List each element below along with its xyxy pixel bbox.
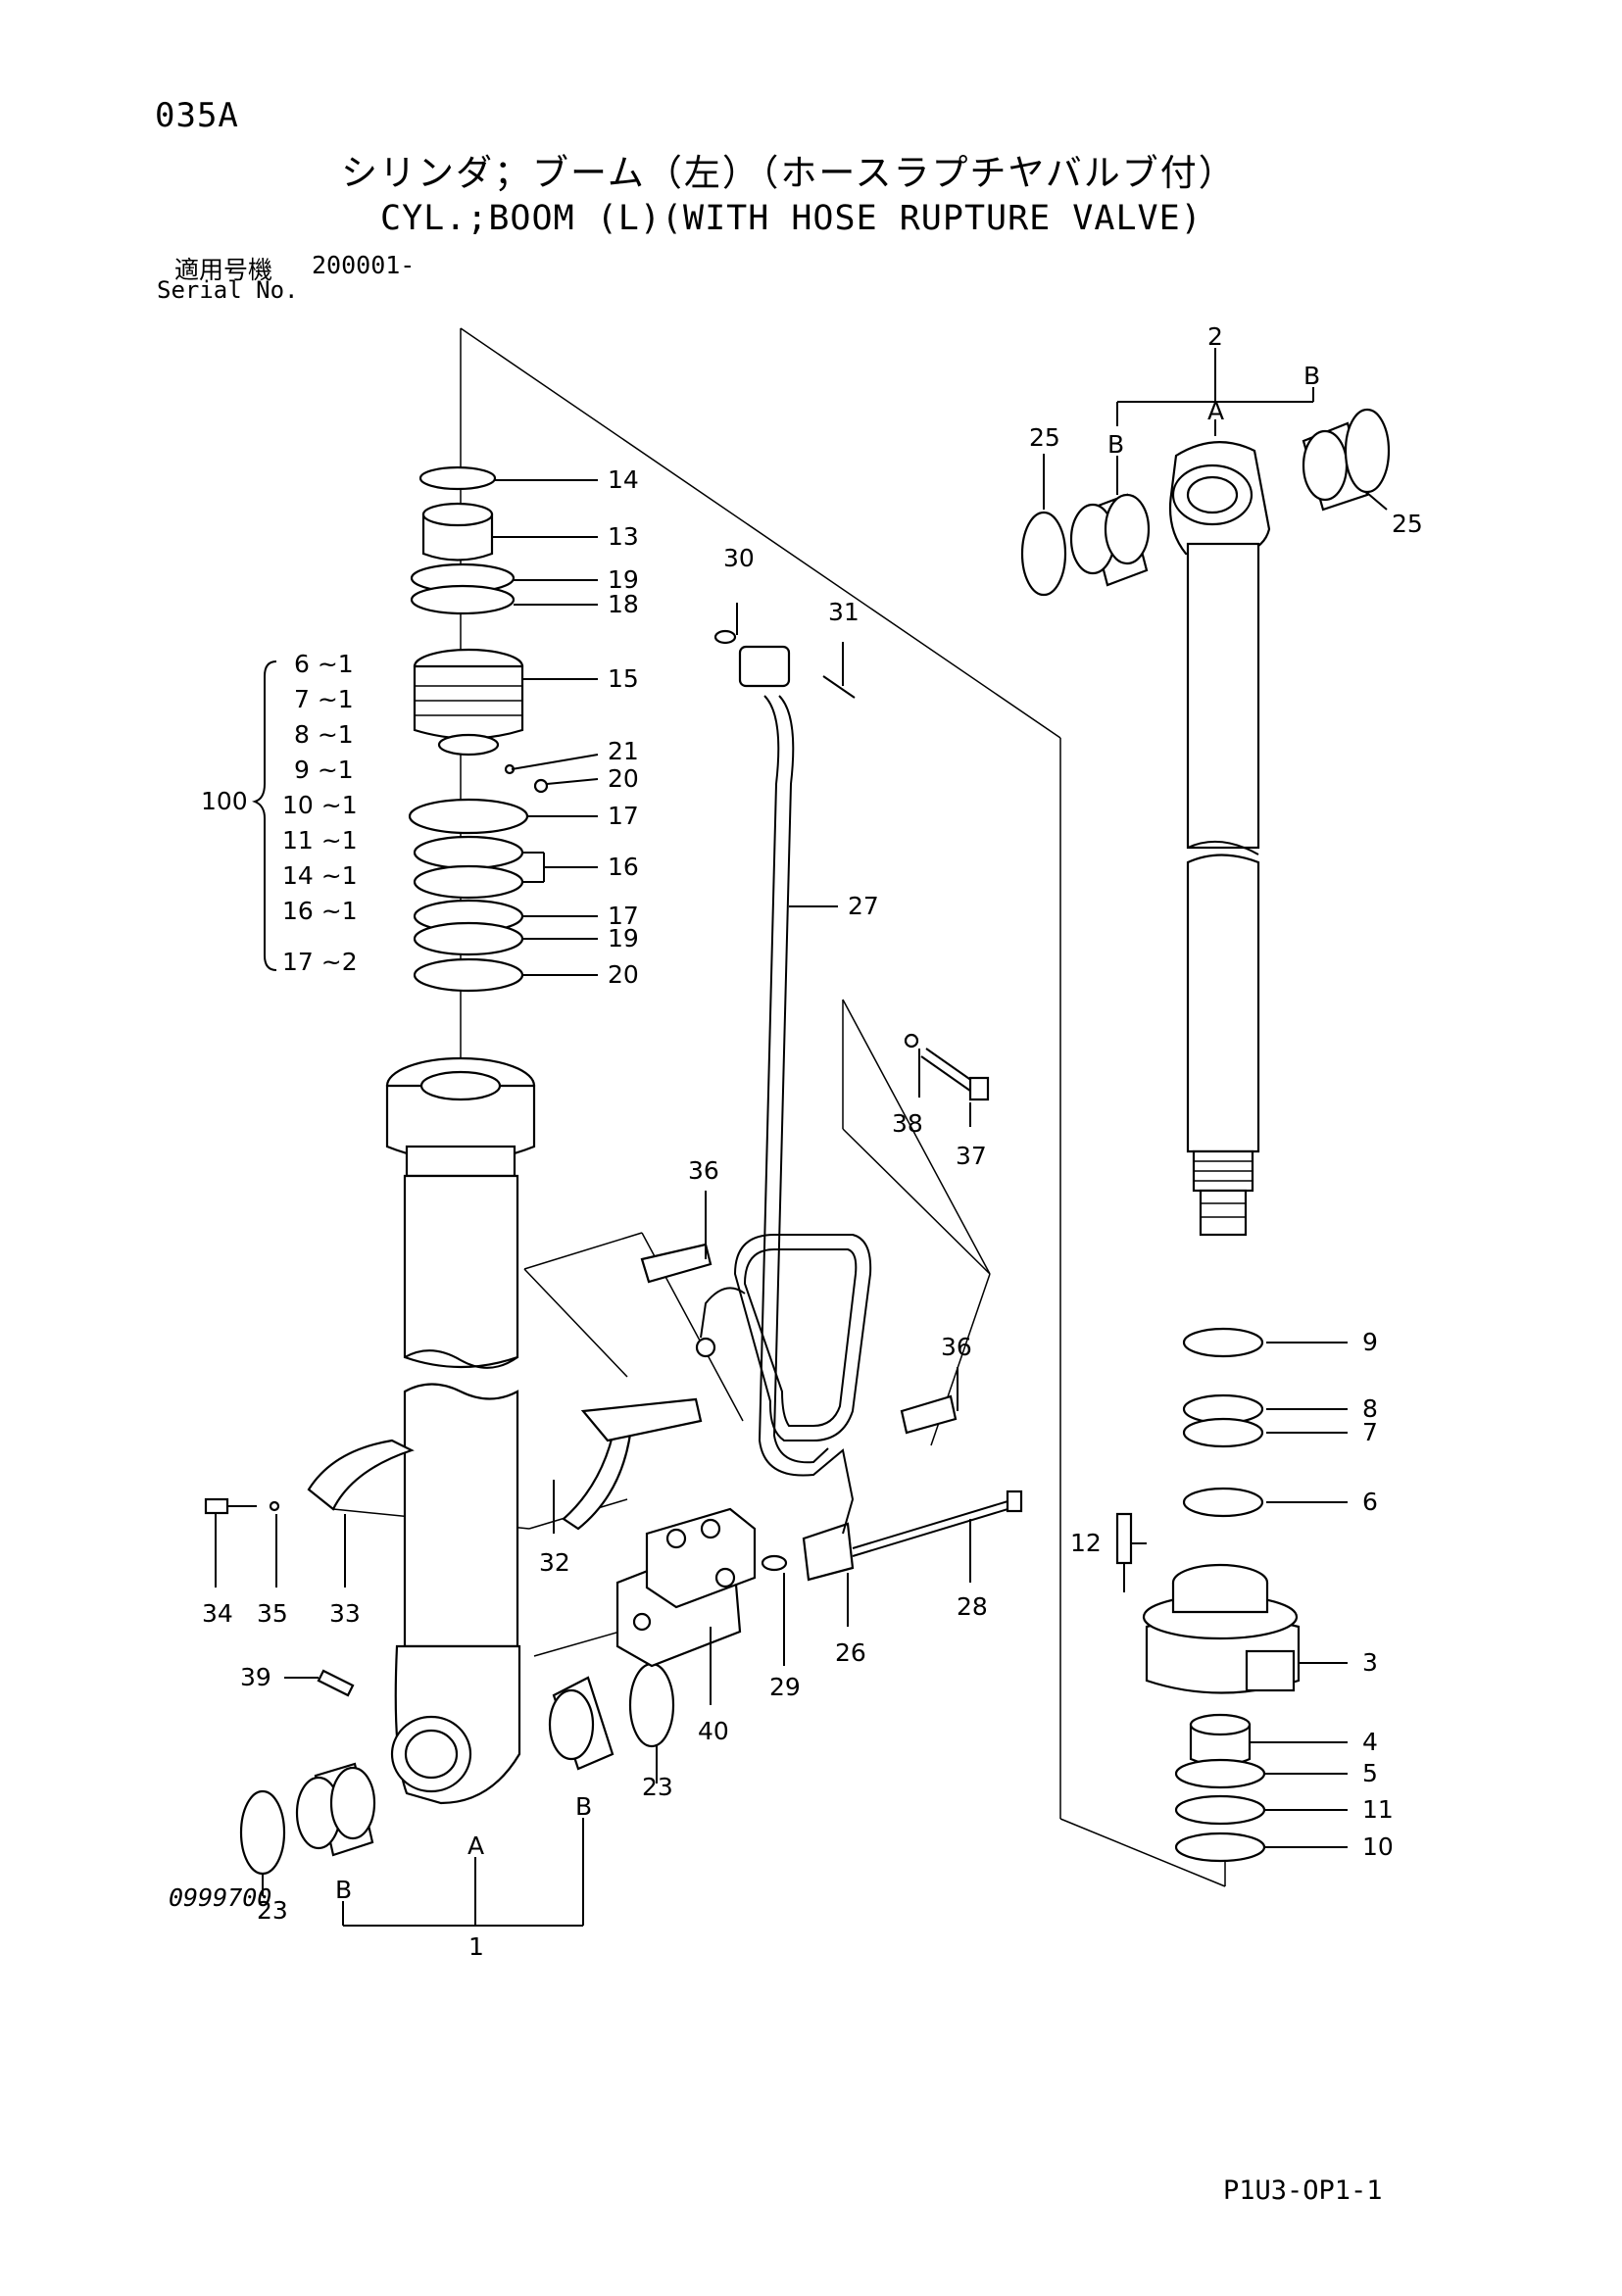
- bottom-bushings-left: [239, 1662, 675, 1876]
- callout-23-left: 23: [257, 1896, 288, 1925]
- callout-25-right: 25: [1392, 510, 1423, 538]
- callout-20: 20: [608, 764, 639, 793]
- callout-5: 5: [1362, 1759, 1378, 1787]
- title-japanese: シリンダ；ブーム（左）（ホースラプチヤバルブ付）: [341, 152, 1237, 194]
- callout-36-left: 36: [688, 1156, 719, 1185]
- callout-18-top: 18: [608, 590, 639, 618]
- kit-item: 14 ~1: [282, 861, 358, 890]
- callout-19-bottom: 20: [608, 960, 639, 989]
- serial-number-range: 200001-: [312, 251, 416, 279]
- kit-item: 8 ~1: [294, 720, 354, 749]
- callout-2: 2: [1207, 322, 1223, 351]
- title-english: CYL.;BOOM (L)(WITH HOSE RUPTURE VALVE): [380, 199, 1203, 238]
- bushing-letter-b-bottom-right: B: [575, 1792, 592, 1821]
- sheet-code: 035A: [155, 96, 239, 135]
- callout-31: 31: [828, 598, 860, 626]
- kit-item: 11 ~1: [282, 826, 358, 855]
- callout-8: 8: [1362, 1394, 1378, 1423]
- callout-13: 13: [608, 522, 639, 551]
- head-seal-stack: [408, 465, 549, 993]
- kit-item: 10 ~1: [282, 791, 358, 819]
- callout-7: 7: [1362, 1418, 1378, 1446]
- callout-37: 37: [956, 1142, 987, 1170]
- bushing-letter-b-top-right: B: [1303, 362, 1320, 390]
- drawing-number: 0999700: [169, 1883, 272, 1912]
- serial-label-english: Serial No.: [157, 276, 299, 304]
- bushing-letter-b-bottom-left: B: [335, 1876, 352, 1904]
- callout-29: 28: [957, 1592, 988, 1621]
- callout-19-top: 19: [608, 565, 639, 594]
- kit-item: 17 ~2: [282, 948, 358, 976]
- bushing-letter-a-top: A: [1207, 397, 1224, 425]
- callout-30: 30: [723, 544, 755, 572]
- callout-27: 27: [848, 892, 879, 920]
- cylinder-tube: [385, 1056, 536, 1805]
- band-clamps: [204, 1397, 703, 1531]
- hose-rupture-valve: [317, 629, 1023, 1697]
- callout-18-bottom: 19: [608, 924, 639, 953]
- callout-32: 32: [539, 1548, 570, 1577]
- leader-lines: [215, 348, 1388, 1927]
- callout-36-right: 36: [941, 1333, 972, 1361]
- callout-28: 29: [769, 1673, 801, 1701]
- callout-6: 6: [1362, 1488, 1378, 1516]
- callout-3: 3: [1362, 1648, 1378, 1677]
- piston-rod: [1020, 408, 1391, 1863]
- kit-item: 6 ~1: [294, 650, 354, 678]
- callout-17-top: 17: [608, 802, 639, 830]
- callout-11: 11: [1362, 1795, 1394, 1824]
- callout-25-left: 25: [1029, 423, 1060, 452]
- bushing-letter-a-bottom: A: [467, 1832, 484, 1860]
- callout-17-bottom: 17: [608, 902, 639, 930]
- callout-21: 21: [608, 737, 639, 765]
- callout-40: 40: [698, 1717, 729, 1745]
- callout-16: 16: [608, 853, 639, 881]
- callout-39: 39: [240, 1663, 271, 1691]
- kit-item: 9 ~1: [294, 756, 354, 784]
- callout-26: 26: [835, 1638, 866, 1667]
- callout-10: 10: [1362, 1832, 1394, 1861]
- callout-12: 12: [1070, 1529, 1102, 1557]
- kit-item: 16 ~1: [282, 897, 358, 925]
- callout-9: 9: [1362, 1328, 1378, 1356]
- kit-item: 7 ~1: [294, 685, 354, 713]
- serial-label-japanese: 適用号機: [174, 256, 273, 284]
- callout-34: 34: [202, 1599, 233, 1628]
- bushing-letter-b-top-left: B: [1107, 430, 1124, 459]
- kit-number: 100: [201, 787, 248, 815]
- page-number: P1U3-OP1-1: [1223, 2175, 1383, 2206]
- callout-35: 35: [257, 1599, 288, 1628]
- callout-38: 38: [892, 1109, 923, 1138]
- callout-14: 14: [608, 465, 639, 494]
- callout-23-right: 23: [642, 1773, 673, 1801]
- callout-1: 1: [468, 1932, 484, 1961]
- callout-4: 4: [1362, 1728, 1378, 1756]
- callout-33: 33: [329, 1599, 361, 1628]
- callout-labels: 14 13 19 18 15 21 20 17 16 17 19 20 30 3…: [201, 322, 1423, 1961]
- callout-15: 15: [608, 664, 639, 693]
